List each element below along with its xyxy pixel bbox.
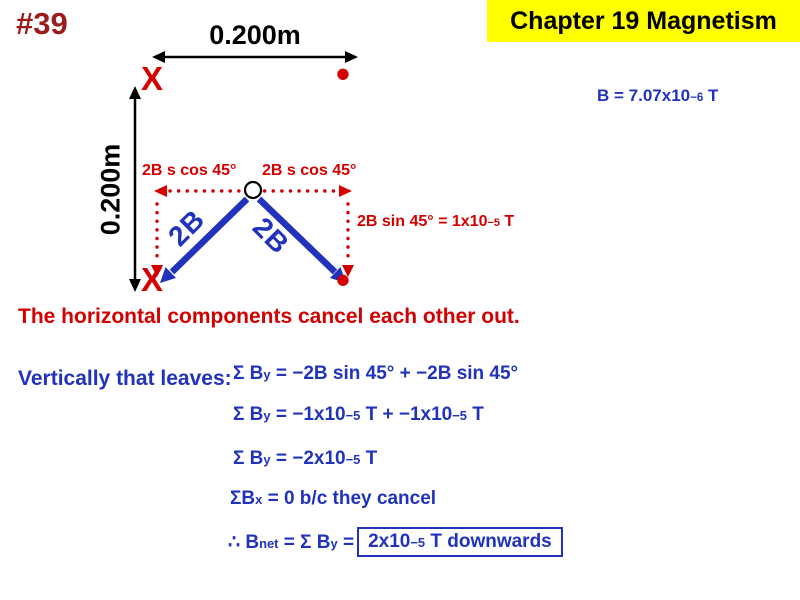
problem-number: #39 (16, 6, 68, 41)
dotted-horizontal-right-head (339, 185, 352, 197)
cos-component-label-left: 2B s cos 45° (142, 162, 237, 179)
equation-sum-by-sines: Σ By = −2B sin 45° + −2B sin 45° (233, 363, 519, 384)
equation-sum-by-result: Σ By = −2x10−5 T (233, 448, 378, 469)
chapter-banner: Chapter 19 Magnetism (487, 0, 800, 42)
equation-sum-bx-zero: ΣBx = 0 b/c they cancel (230, 488, 437, 509)
wire-into-page-symbol-top-left: X (141, 60, 164, 97)
horizontal-cancel-note: The horizontal components cancel each ot… (18, 305, 520, 328)
equation-net-field: ∴ Bnet = Σ By = 2x10−5 T downwards (228, 527, 563, 557)
height-arrow-bottom-head (129, 279, 141, 292)
width-dimension-label: 0.200m (209, 20, 301, 50)
cos-component-label-right: 2B s cos 45° (262, 162, 357, 179)
equation-sum-by-values: Σ By = −1x10−5 T + −1x10−5 T (233, 404, 484, 425)
height-dimension-label: 0.200m (95, 143, 126, 236)
dotted-horizontal-left-head (154, 185, 167, 197)
origin-point-circle (243, 180, 263, 200)
vector-label-2b-left: 2B (162, 203, 211, 252)
height-arrow-top-head (129, 86, 141, 99)
sin-component-label: 2B sin 45° = 1x10−5 T (357, 213, 515, 230)
b-field-value-label: B = 7.07x10−6 T (597, 86, 719, 105)
wire-into-page-symbol-bottom-left: X (141, 261, 164, 298)
wire-out-of-page-symbol-top-right: • (335, 50, 351, 97)
vertical-intro-label: Vertically that leaves: (18, 367, 232, 390)
vector-label-2b-right: 2B (246, 211, 296, 260)
net-field-prefix: ∴ Bnet = Σ By = (228, 531, 355, 553)
wire-out-of-page-symbol-bottom-right: • (335, 256, 351, 303)
final-answer-box: 2x10−5 T downwards (357, 527, 563, 557)
